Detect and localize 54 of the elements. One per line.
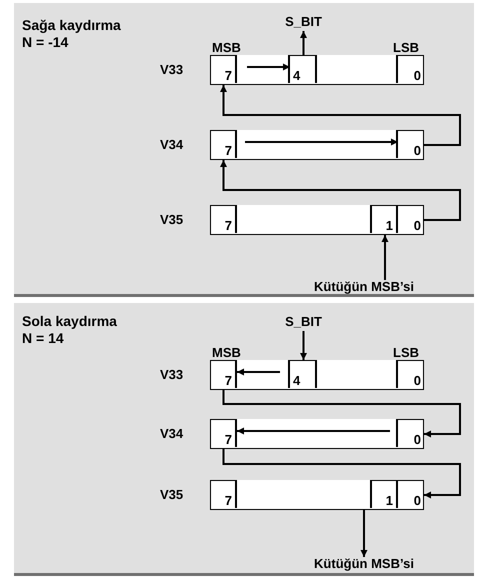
register-bar [210, 205, 424, 235]
register-name: V34 [160, 427, 184, 440]
bit-cell: 0 [398, 205, 424, 233]
note-label: Kütüğün MSB’si [300, 280, 428, 295]
bit-label: LSB [393, 41, 419, 54]
bit-label: MSB [212, 41, 241, 54]
panel-title: Sağa kaydırma [22, 18, 121, 32]
panel [14, 3, 474, 297]
bit-cell [237, 130, 398, 158]
bit-cell [237, 480, 372, 508]
register-bar [210, 130, 424, 160]
bit-cell [237, 205, 372, 233]
bit-label: MSB [212, 346, 241, 359]
arrow [222, 449, 461, 498]
arrow [220, 85, 461, 146]
register-name: V35 [160, 488, 184, 501]
bit-label: LSB [393, 346, 419, 359]
register-name: V33 [160, 368, 184, 381]
arrow [245, 138, 398, 146]
arrow [247, 64, 290, 70]
panel [14, 303, 474, 576]
note-label: Kütüğün MSB’si [300, 557, 428, 572]
arrow [222, 390, 461, 438]
bit-cell: 0 [398, 480, 424, 508]
register-name: V34 [160, 138, 184, 151]
panel-title: Sola kaydırma [22, 314, 117, 328]
bit-cell [317, 360, 398, 388]
bit-cell: 1 [372, 480, 398, 508]
bit-cell [237, 360, 290, 388]
register-name: V33 [160, 63, 184, 76]
arrow [360, 510, 368, 557]
bit-cell: 0 [398, 130, 424, 158]
bit-cell: 0 [398, 360, 424, 388]
shift-amount: N = -14 [22, 35, 68, 49]
shift-amount: N = 14 [22, 331, 64, 345]
arrow [237, 428, 390, 434]
register-name: V35 [160, 213, 184, 226]
arrow [300, 31, 307, 55]
arrow [382, 235, 388, 280]
signal-label: S_BIT [278, 315, 328, 331]
signal-label: S_BIT [278, 15, 328, 31]
bit-cell: 0 [398, 55, 424, 83]
arrow [237, 368, 280, 376]
bit-cell: 0 [398, 419, 424, 447]
register-bar [210, 55, 424, 85]
bit-cell [237, 55, 290, 83]
bit-cell [237, 419, 398, 447]
arrow [300, 331, 307, 360]
bit-cell [317, 55, 398, 83]
register-bar [210, 360, 424, 390]
register-bar [210, 480, 424, 510]
arrow [220, 160, 461, 221]
register-bar [210, 419, 424, 449]
bit-cell: 1 [372, 205, 398, 233]
